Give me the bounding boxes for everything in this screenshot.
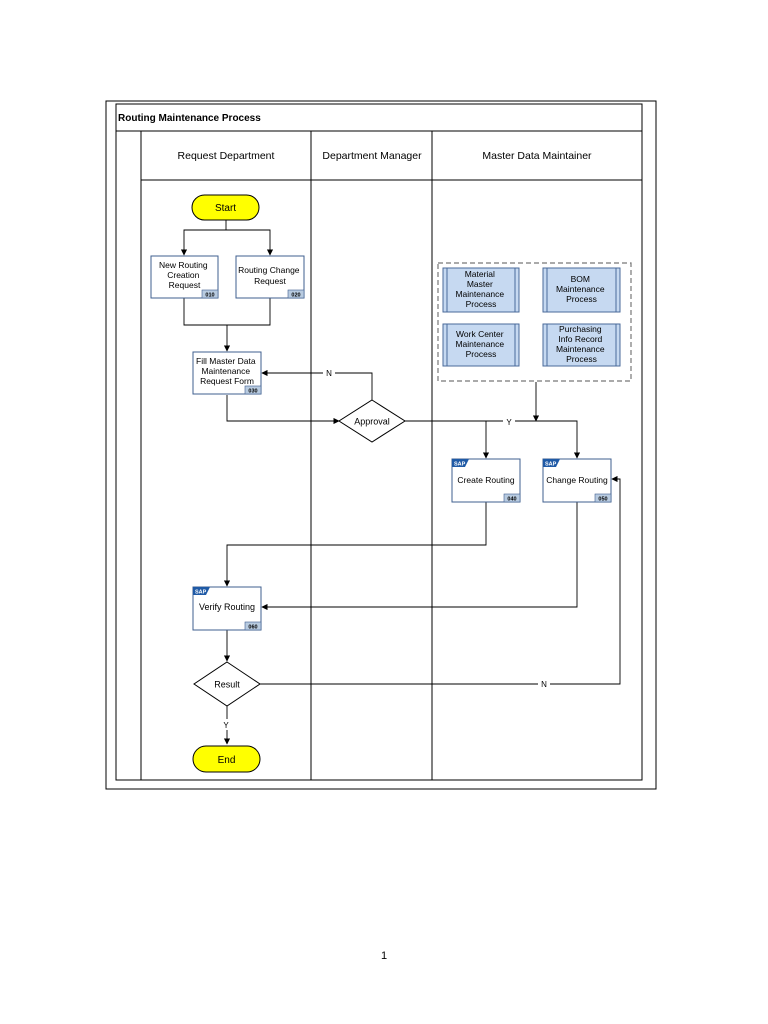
svg-text:Create Routing: Create Routing bbox=[457, 475, 514, 485]
process-change-routing: SAP Change Routing 050 bbox=[542, 458, 612, 503]
edge-form-to-approval bbox=[226, 395, 340, 425]
svg-text:Material Master: Material Master Maintenance Process bbox=[455, 269, 506, 309]
result-label: Result bbox=[214, 680, 240, 690]
svg-text:BOM Maintenance: BOM Maintenance Process bbox=[556, 274, 607, 304]
lane-header-request-department: Request Department bbox=[178, 150, 275, 162]
svg-text:Purchasing Info Record: Purchasing Info Record Maintenance Proce… bbox=[556, 324, 607, 364]
end-terminator: End bbox=[192, 745, 261, 773]
svg-text:Work Center Maintenanc: Work Center Maintenance Process bbox=[455, 329, 506, 359]
lane-header-department-manager: Department Manager bbox=[322, 150, 422, 162]
step-code: 020 bbox=[291, 293, 300, 299]
process-fill-master-data-form: Fill Master Data Maintenance Request For… bbox=[192, 351, 262, 395]
sap-badge: SAP bbox=[454, 462, 466, 468]
edge-requests-merge bbox=[183, 298, 271, 326]
connectors bbox=[180, 220, 621, 745]
step-code: 030 bbox=[248, 389, 257, 395]
edge-yes-to-change bbox=[486, 420, 581, 459]
decision-approval: Approval bbox=[338, 399, 406, 443]
diagram-title: Routing Maintenance Process bbox=[118, 113, 261, 124]
page-number: 1 bbox=[380, 950, 388, 962]
svg-text:New Routing Creation: New Routing Creation Request bbox=[159, 260, 210, 290]
start-terminator: Start bbox=[191, 194, 260, 221]
sap-badge: SAP bbox=[545, 462, 557, 468]
related-subprocess-group: Material Master Maintenance Process BOM … bbox=[437, 262, 632, 382]
step-code: 060 bbox=[248, 625, 257, 631]
edge-label-approval-yes: Y bbox=[506, 418, 512, 427]
lane-header-master-data-maintainer: Master Data Maintainer bbox=[482, 150, 592, 162]
process-new-routing-request: New Routing Creation Request 010 bbox=[150, 255, 219, 299]
step-code: 010 bbox=[205, 293, 214, 299]
step-code: 040 bbox=[507, 497, 516, 503]
step-code: 050 bbox=[598, 497, 607, 503]
edge-start-split bbox=[180, 220, 227, 256]
svg-text:Change Routing: Change Routing bbox=[546, 475, 608, 485]
process-verify-routing: SAP Verify Routing 060 bbox=[192, 586, 262, 631]
subprocess-purchasing-info-record: Purchasing Info Record Maintenance Proce… bbox=[542, 323, 621, 367]
svg-text:Verify Routing: Verify Routing bbox=[199, 602, 255, 612]
edge-label-result-yes: Y bbox=[223, 721, 229, 730]
edge-create-to-verify bbox=[223, 502, 487, 587]
approval-label: Approval bbox=[354, 417, 390, 427]
edge-label-result-no: N bbox=[541, 680, 547, 689]
swimlane-frame bbox=[105, 100, 657, 790]
subprocess-bom: BOM Maintenance Process bbox=[542, 267, 621, 313]
subprocess-material-master: Material Master Maintenance Process bbox=[442, 267, 520, 313]
process-create-routing: SAP Create Routing 040 bbox=[451, 458, 521, 503]
svg-text:Fill Master Data Mainten: Fill Master Data Maintenance Request For… bbox=[196, 356, 258, 386]
decision-result: Result bbox=[193, 661, 261, 707]
process-routing-change-request: Routing Change Request 020 bbox=[235, 255, 305, 299]
edge-label-approval-no: N bbox=[326, 369, 332, 378]
svg-text:Routing Change Request: Routing Change Request bbox=[238, 265, 302, 286]
subprocess-work-center: Work Center Maintenance Process bbox=[442, 323, 520, 367]
edge-change-to-verify bbox=[261, 502, 578, 611]
edge-approval-yes bbox=[405, 420, 490, 459]
start-label: Start bbox=[215, 203, 236, 214]
edge-start-to-change bbox=[226, 229, 274, 256]
edge-result-no bbox=[260, 475, 621, 685]
end-label: End bbox=[218, 755, 236, 766]
sap-badge: SAP bbox=[195, 590, 207, 596]
edge-approval-no bbox=[261, 369, 373, 400]
